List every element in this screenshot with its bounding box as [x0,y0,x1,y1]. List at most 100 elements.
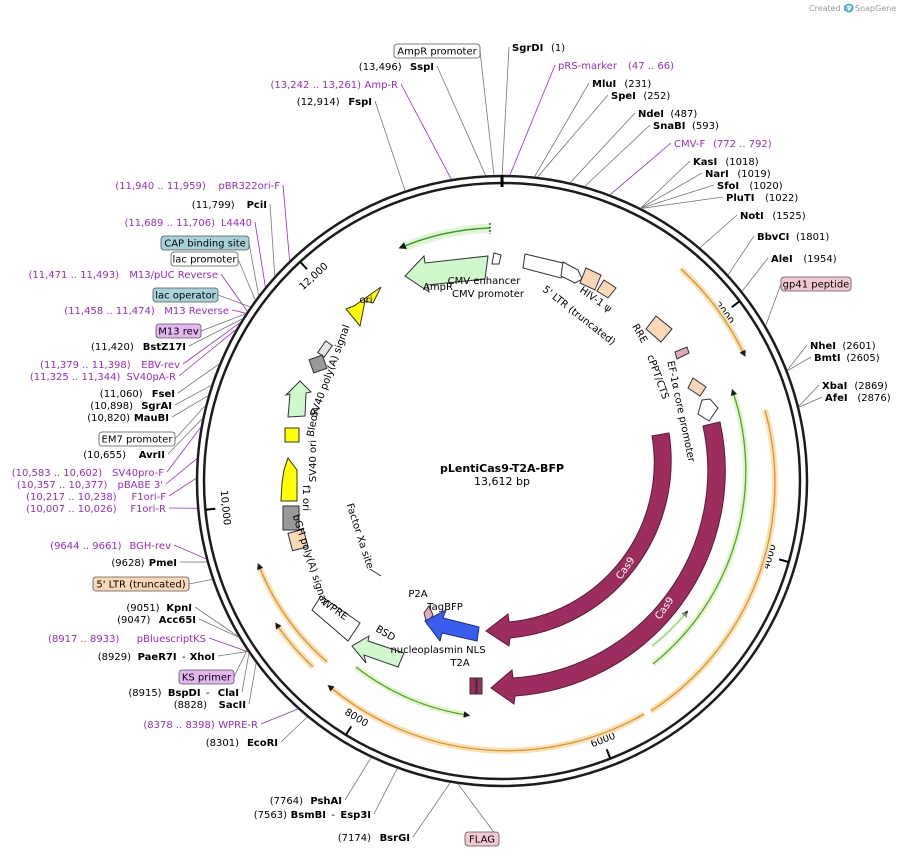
site-name: MluI [592,79,616,90]
primer-range: (11,940 .. 11,959) [115,181,206,192]
ampr-arc [402,223,491,252]
feature-label: BleoR [306,407,322,437]
feature-box [152,287,219,303]
bsd-shape [351,635,405,668]
site-name: SgrDI [512,43,543,54]
primer-range: (11,458 .. 11,474) [64,306,155,317]
site-name: NheI [810,341,836,352]
site-name: SpeI [611,91,636,102]
f1-ori-shape [280,456,298,502]
site-name: NdeI [638,109,664,120]
site-position: (9047) [117,615,150,626]
tick-mark [299,261,308,270]
primer-name: F1ori-F [132,492,167,503]
site-position: (1954) [803,254,836,265]
site-name: XbaI [822,381,847,392]
feature-label: T2A [449,658,469,669]
site-position: (231) [624,79,651,90]
site-name: AfeI [825,393,848,404]
feature-label: bGH poly(A) signal [290,513,329,605]
tagbfp-shape [424,608,480,643]
rre-shape [645,315,673,343]
tick-mark [778,558,790,564]
primer-name: pBR322ori-F [218,181,280,192]
feature-box-label: KS primer [182,673,232,684]
site-position: (8828) [174,700,207,711]
feature-box-label: 5' LTR (truncated) [96,580,185,591]
site-name: SnaBI [653,121,685,132]
site-name-prefix: PaeR7I [138,652,177,663]
bgh-polya-shape [282,505,300,531]
primer-sites-right: pRS-marker(47 .. 66)CMV-F(772 .. 792) [558,61,772,150]
tick-mark [731,300,741,309]
site-name-prefix: BsmBI [291,810,326,821]
primer-name: SV40pA-R [127,372,176,383]
ampr-promoter-shape [491,252,502,265]
feature-label: nucleoplasmin NLS [390,645,485,656]
feature-box-label: FLAG [469,835,495,846]
ef1a-shape [697,398,719,422]
feature-box-label: EM7 promoter [102,435,174,446]
restriction-sites-right: SgrDI(1)MluI(231)SpeI(252)NdeI(487)SnaBI… [512,43,891,404]
site-position: (2876) [857,393,890,404]
primer-name: CMV-F [674,139,705,150]
site-position: (2601) [842,341,875,352]
feature-box [464,831,500,847]
feature-box-label: lac operator [155,291,216,302]
cmv-promoter-shape [560,261,583,284]
backbone [195,174,809,788]
ltr-left-shape [287,528,309,552]
site-name: FspI [348,97,372,108]
tick-label: 10,000 [218,490,232,526]
primer-range: (9644 .. 9661) [50,541,122,552]
site-position: (9628) [111,558,144,569]
gp41-shape [674,346,690,360]
plasmid-size: 13,612 bp [474,475,530,488]
site-name: NotI [740,211,764,222]
site-position: (2605) [846,353,879,364]
site-position: (1) [551,43,565,54]
site-position: (10,820) [87,413,130,424]
cas9-features [485,421,726,705]
primer-range: (11,325 .. 11,344) [30,372,121,383]
primer-name: M13/pUC Reverse [129,270,218,281]
cas9-arc-inner [485,432,672,647]
snapgene-logo-icon [844,3,854,13]
primer-range: (10,357 .. 10,377) [17,480,108,491]
tick-mark [345,725,353,736]
site-position: (1022) [765,193,798,204]
primer-name: pBABE 3' [117,480,163,491]
site-dash: - [331,810,335,821]
bleor-shape [284,380,313,418]
site-name: PluTI [726,193,754,204]
credit-brand: SnapGene [855,4,896,13]
site-name: PmeI [149,558,177,569]
sv40-ori-shape [284,427,300,443]
feature-arcs [256,223,778,754]
primer-range: (10,583 .. 10,602) [12,468,103,479]
feature-label: TagBFP [426,602,463,613]
site-name: ClaI [218,688,239,699]
ltr-shape [579,267,602,291]
primer-range: (11,471 .. 11,493) [29,270,120,281]
feature-box [170,251,239,267]
feature-label: P2A [408,589,427,600]
feature-box [160,235,250,251]
wpre-shape [311,595,361,642]
site-name: MauBI [134,413,169,424]
site-position: (9051) [126,603,159,614]
primer-name: SV40pro-F [112,468,164,479]
feature-box [155,323,202,339]
feature-label: SV40 ori [308,440,319,482]
site-name: KpnI [166,603,192,614]
site-name: XhoI [190,652,215,663]
primer-range: (8378 .. 8398) [143,720,215,731]
primer-range: (10,217 .. 10,238) [26,492,117,503]
leader-lines [165,46,823,840]
site-position: (2869) [854,381,887,392]
feature-box-label: lac promoter [173,255,238,266]
credit-text: Created by [809,4,853,13]
